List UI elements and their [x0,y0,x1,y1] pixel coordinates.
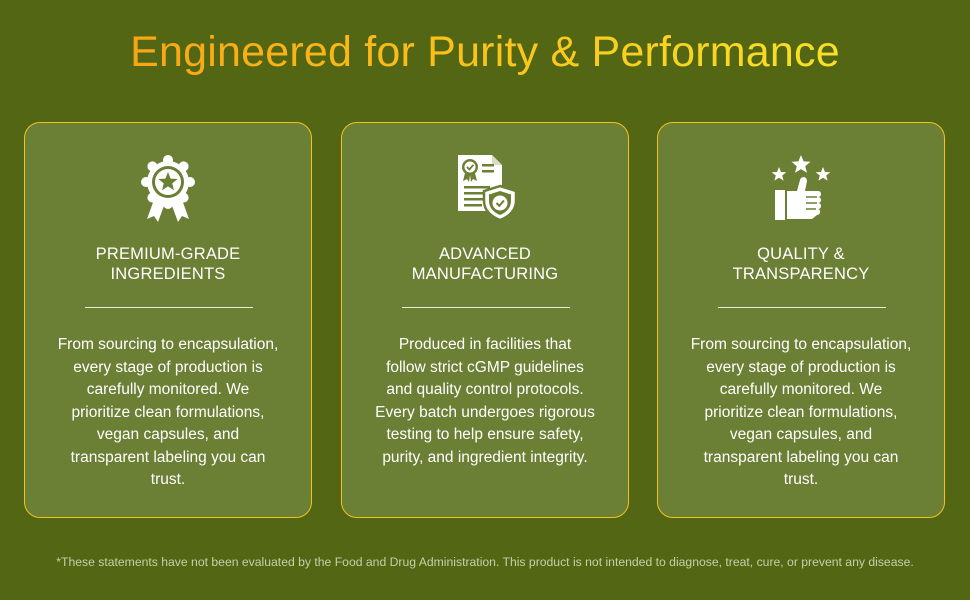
page-headline: Engineered for Purity & Performance [0,28,970,77]
card-description: Produced in facilities that follow stric… [375,336,595,466]
card-divider [85,307,253,308]
card-description: From sourcing to encapsulation, every st… [57,336,279,488]
feature-card-quality-transparency: QUALITY & TRANSPARENCY From sourcing to … [657,122,945,518]
feature-card-premium-ingredients: PREMIUM-GRADE INGREDIENTS From sourcing … [24,122,312,518]
card-divider [718,307,886,308]
card-title: ADVANCED MANUFACTURING [411,245,559,283]
card-description: From sourcing to encapsulation, every st… [690,336,912,488]
fda-disclaimer: *These statements have not been evaluate… [56,555,914,569]
certificate-shield-icon [450,153,520,223]
card-divider [402,307,570,308]
award-badge-icon [133,153,203,223]
feature-card-advanced-manufacturing: ADVANCED MANUFACTURING Produced in facil… [341,122,629,518]
card-title: PREMIUM-GRADE INGREDIENTS [95,245,241,283]
card-title: QUALITY & TRANSPARENCY [732,245,870,283]
thumbs-up-stars-icon [766,153,836,223]
